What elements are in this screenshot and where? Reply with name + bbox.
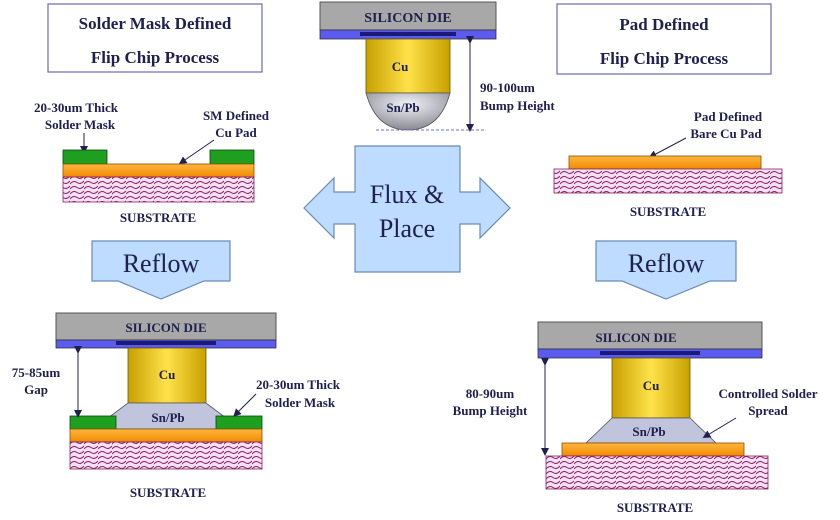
left-sm-pad-line1: SM Defined bbox=[203, 108, 270, 123]
left-reflow-label: Reflow bbox=[123, 249, 200, 278]
center-cu-label: Cu bbox=[392, 59, 409, 74]
right-final-substrate-label: SUBSTRATE bbox=[617, 500, 693, 515]
left-reflow-shape bbox=[91, 240, 231, 300]
left-thick-mask-line1: 20-30um Thick bbox=[34, 100, 119, 115]
right-final-substrate-hatch bbox=[546, 456, 768, 489]
right-bare-pad-line1: Pad Defined bbox=[694, 109, 763, 124]
left-snpb-label: Sn/Pb bbox=[151, 410, 184, 425]
right-reflow-label: Reflow bbox=[628, 249, 705, 278]
left-thick-mask-line2: Solder Mask bbox=[45, 117, 116, 132]
left-title-frame bbox=[47, 3, 263, 73]
right-reflow-shape bbox=[595, 240, 737, 300]
flux-place-arrow: Flux & Place bbox=[303, 145, 511, 273]
right-title-box: Pad Defined Flip Chip Process bbox=[556, 3, 772, 75]
center-bump-height-line2: Bump Height bbox=[480, 98, 555, 113]
left-title-line2: Flip Chip Process bbox=[91, 48, 220, 67]
left-initial-stack: 20-30um Thick Solder Mask SM Defined Cu … bbox=[34, 100, 270, 225]
left-final-substrate-hatch bbox=[70, 442, 262, 469]
right-bump-height-line1: 80-90um bbox=[466, 386, 515, 401]
right-title-line1: Pad Defined bbox=[619, 15, 709, 34]
right-final-assembly: SILICON DIE Cu Sn/Pb SUBSTRATE 80-90um B… bbox=[453, 321, 818, 515]
left-cu-pillar bbox=[127, 347, 207, 404]
center-die-label: SILICON DIE bbox=[364, 11, 452, 26]
left-mask-block-a bbox=[62, 149, 108, 165]
center-bump-height-line1: 90-100um bbox=[480, 80, 535, 95]
center-die-assembly: SILICON DIE Cu Sn/Pb 90-100um Bump Heigh… bbox=[319, 1, 555, 132]
right-bump-height-line2: Bump Height bbox=[453, 403, 528, 418]
center-die-pad bbox=[360, 32, 456, 36]
left-reflow-arrow: Reflow bbox=[91, 240, 231, 300]
right-initial-stack: Pad Defined Bare Cu Pad SUBSTRATE bbox=[553, 109, 783, 219]
left-cu-pad bbox=[62, 163, 255, 178]
center-silicon-die bbox=[319, 1, 497, 31]
left-final-substrate-label: SUBSTRATE bbox=[130, 485, 206, 500]
left-mask-bottom-arrow bbox=[233, 393, 257, 417]
flux-label-line1: Flux & bbox=[370, 180, 444, 209]
right-silicon-die bbox=[537, 321, 763, 350]
left-gap-line1: 75-85um bbox=[12, 365, 61, 380]
right-title-line2: Flip Chip Process bbox=[600, 49, 729, 68]
right-spread-arrow bbox=[702, 417, 737, 439]
left-title-line1: Solder Mask Defined bbox=[79, 14, 232, 33]
right-cu-pad bbox=[568, 155, 762, 170]
right-cu-label: Cu bbox=[643, 378, 660, 393]
right-substrate-label: SUBSTRATE bbox=[630, 204, 706, 219]
left-gap-line2: Gap bbox=[24, 382, 48, 397]
left-mask-block-b bbox=[209, 149, 255, 165]
center-cu-pillar bbox=[365, 38, 451, 94]
right-bare-pad-line2: Bare Cu Pad bbox=[690, 126, 762, 141]
center-snpb-label: Sn/Pb bbox=[386, 100, 419, 115]
right-spread-line2: Spread bbox=[748, 403, 788, 418]
right-die-pad bbox=[600, 351, 700, 355]
left-die-label: SILICON DIE bbox=[125, 320, 206, 335]
left-sm-pad-arrow bbox=[178, 139, 215, 165]
left-title-box: Solder Mask Defined Flip Chip Process bbox=[47, 3, 263, 73]
right-cu-pillar bbox=[611, 357, 691, 419]
right-spread-line1: Controlled Solder bbox=[718, 386, 817, 401]
left-final-mask-b bbox=[215, 415, 263, 430]
left-mask-bottom-line2: Solder Mask bbox=[265, 395, 336, 410]
left-silicon-die bbox=[55, 312, 277, 341]
left-final-mask-a bbox=[69, 415, 117, 430]
left-mask-bottom-line1: 20-30um Thick bbox=[256, 377, 341, 392]
flux-place-shape bbox=[303, 145, 511, 273]
left-substrate-label: SUBSTRATE bbox=[120, 210, 196, 225]
left-final-cu-pad bbox=[69, 428, 263, 443]
right-title-frame bbox=[556, 3, 772, 75]
right-substrate-hatch bbox=[554, 169, 782, 193]
left-die-pad bbox=[116, 341, 216, 345]
right-snpb-label: Sn/Pb bbox=[632, 424, 665, 439]
right-final-cu-pad bbox=[561, 442, 745, 457]
left-sm-pad-line2: Cu Pad bbox=[215, 125, 257, 140]
left-final-assembly: SILICON DIE Cu Sn/Pb SUBSTRATE 75-85um G… bbox=[12, 312, 341, 500]
flux-label-line2: Place bbox=[379, 214, 435, 243]
left-substrate-hatch bbox=[63, 177, 254, 202]
left-cu-label: Cu bbox=[159, 367, 176, 382]
right-reflow-arrow: Reflow bbox=[595, 240, 737, 300]
right-die-label: SILICON DIE bbox=[595, 330, 676, 345]
right-bare-pad-arrow bbox=[648, 137, 687, 158]
